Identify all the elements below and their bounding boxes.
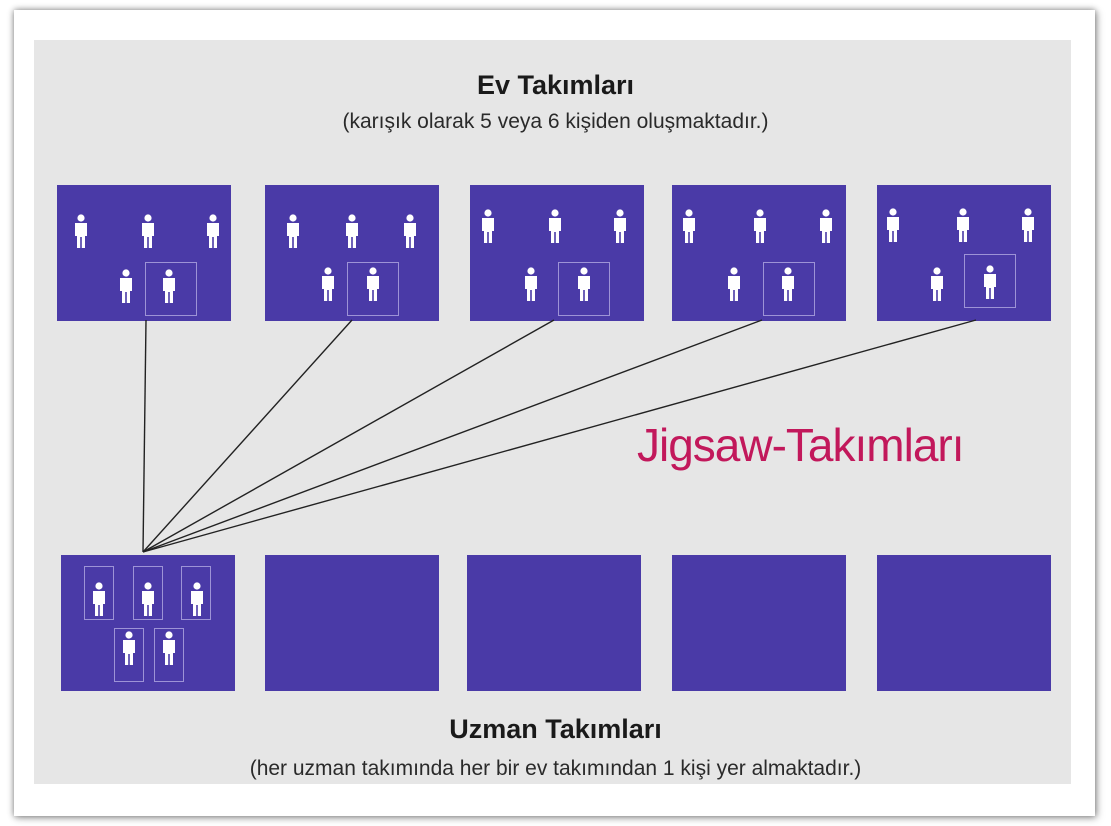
home-teams-subtitle: (karışık olarak 5 veya 6 kişiden oluşmak… [342, 110, 769, 133]
home-teams-title: Ev Takımları [476, 70, 635, 100]
selected-member-outline-3 [558, 262, 610, 316]
expert-team-box-3 [467, 555, 641, 691]
selected-member-outline-5 [964, 254, 1016, 308]
expert-team-box-5 [877, 555, 1051, 691]
expert-teams-subtitle: (her uzman takımında her bir ev takımınd… [249, 757, 862, 780]
selected-member-outline-1 [145, 262, 197, 316]
expert-team-box-4 [672, 555, 846, 691]
expert-member-outline-1 [84, 566, 114, 620]
expert-member-outline-5 [154, 628, 184, 682]
selected-member-outline-2 [347, 262, 399, 316]
expert-teams-title: Uzman Takımları [449, 714, 662, 744]
jigsaw-teams-label: Jigsaw-Takımları [637, 419, 965, 471]
selected-member-outline-4 [763, 262, 815, 316]
expert-member-outline-4 [114, 628, 144, 682]
home-team-box-2 [265, 185, 439, 321]
home-team-box-1 [57, 185, 231, 321]
expert-member-outline-3 [181, 566, 211, 620]
expert-team-box-2 [265, 555, 439, 691]
home-team-box-3 [470, 185, 644, 321]
expert-member-outline-2 [133, 566, 163, 620]
expert-team-box-1 [61, 555, 235, 691]
home-team-box-4 [672, 185, 846, 321]
